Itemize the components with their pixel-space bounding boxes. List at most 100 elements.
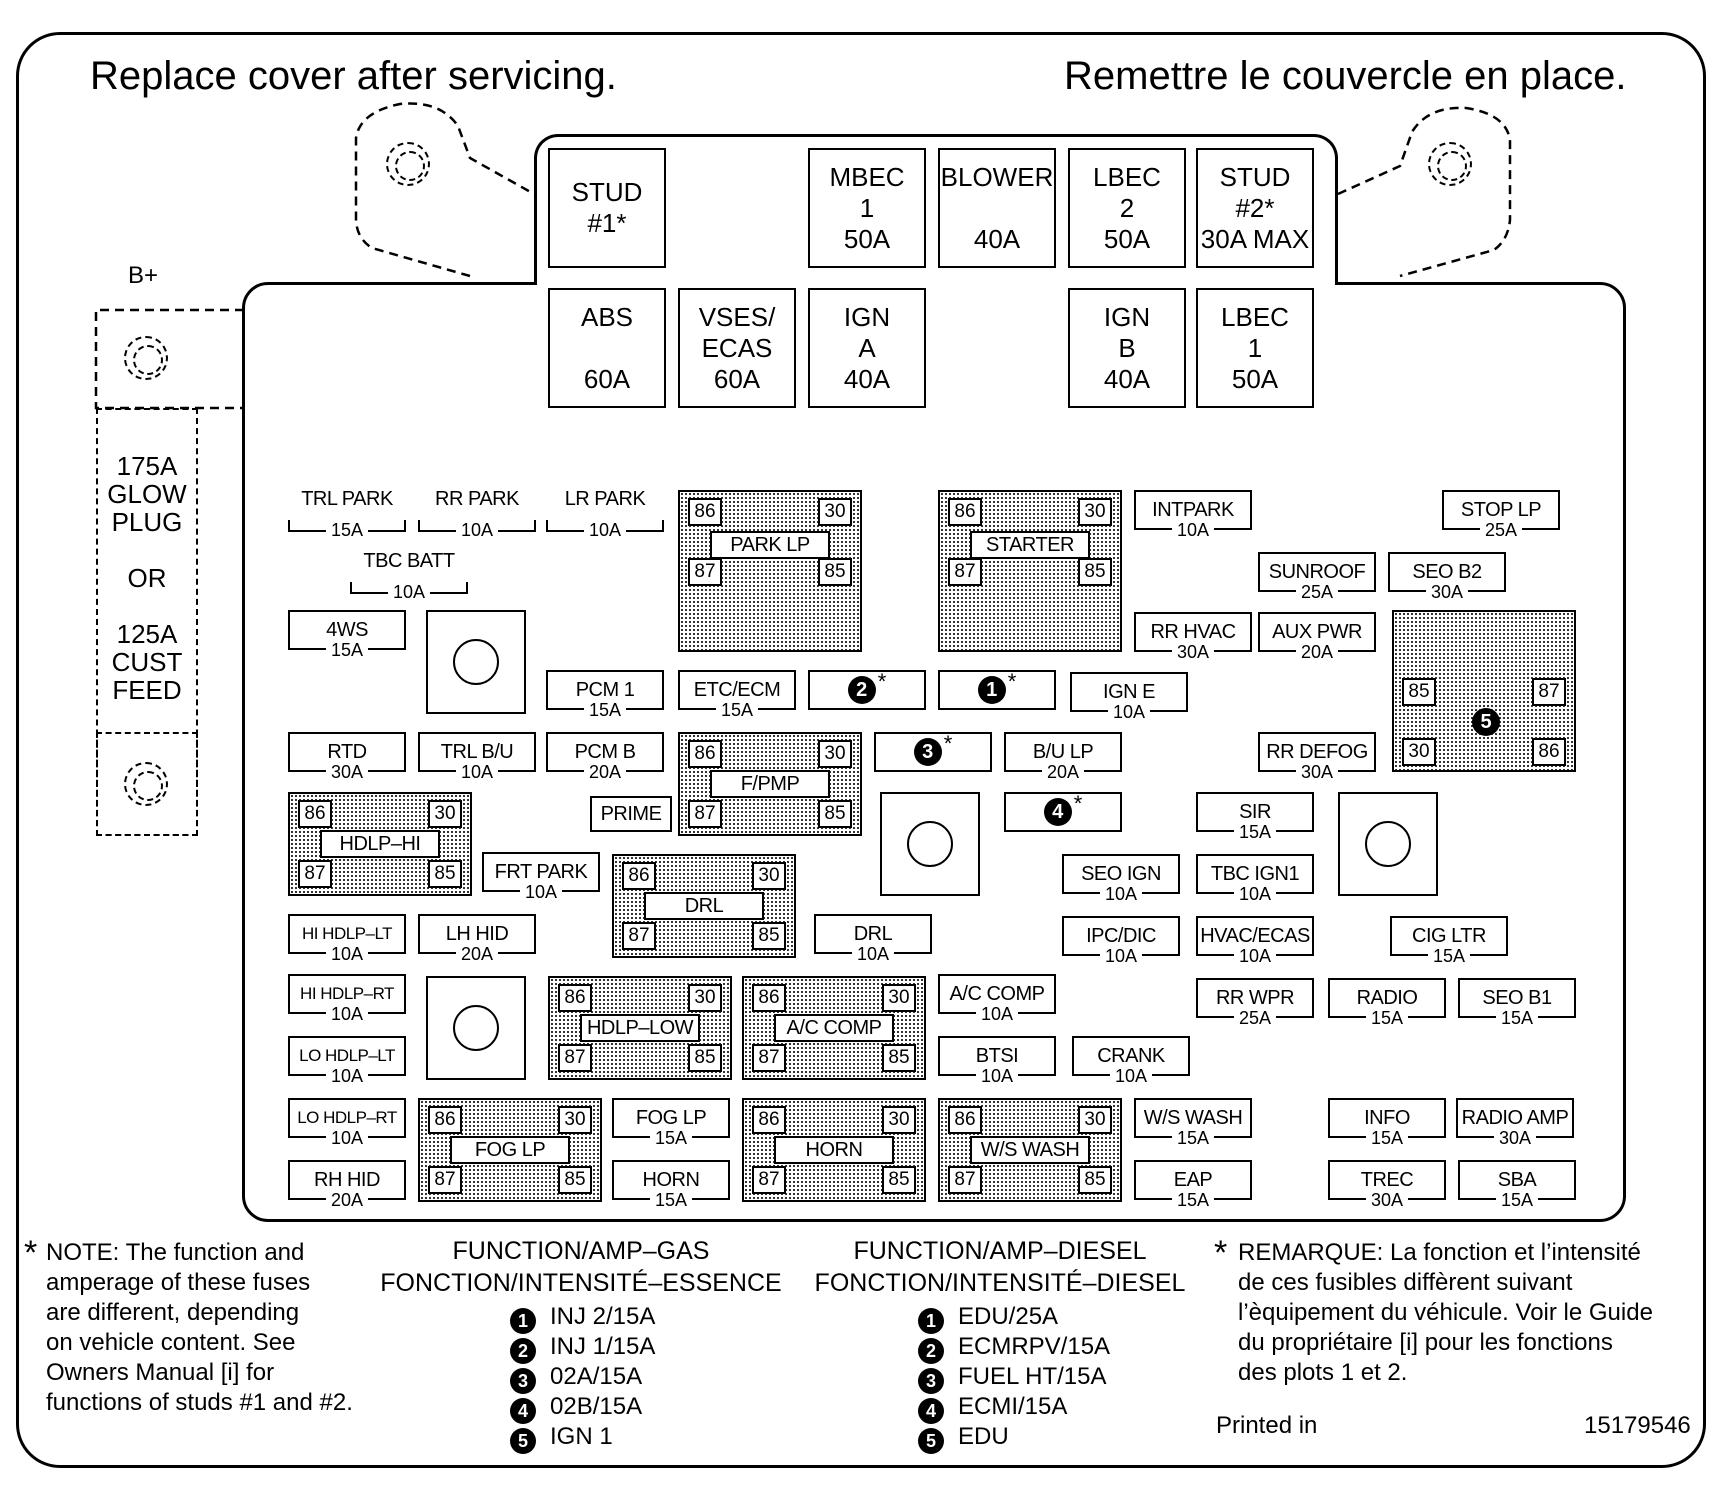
mega-fuse-ign-b[interactable]: IGN B 40A <box>1068 288 1186 408</box>
mega-fuse-vses-ecas[interactable]: VSES/ ECAS 60A <box>678 288 796 408</box>
mega-fuse-abs[interactable]: ABS 60A <box>548 288 666 408</box>
fuse-slot-4[interactable]: 4* <box>1004 791 1122 832</box>
fuse-panel-outline <box>16 32 1706 1468</box>
diesel-legend-title: FUNCTION/AMP–DIESEL <box>853 1237 1147 1265</box>
mounting-hole <box>426 976 526 1080</box>
mega-fuse-lbec1[interactable]: LBEC 1 50A <box>1196 288 1314 408</box>
part-number: 15179546 <box>1584 1412 1691 1439</box>
mounting-hole <box>1338 792 1438 896</box>
replace-cover-note: Replace cover after servicing. <box>90 54 617 98</box>
mounting-hole <box>426 610 526 714</box>
gas-legend-title-fr: FONCTION/INTENSITÉ–ESSENCE <box>380 1269 782 1297</box>
stud2-bolt-icon <box>1428 142 1472 186</box>
note-right-text: REMARQUE: La fonction et l’intensité de … <box>1238 1239 1653 1386</box>
stud1-bolt-icon <box>386 142 430 186</box>
mega-fuse-blower[interactable]: BLOWER 40A <box>938 148 1056 268</box>
fuse-slot-1[interactable]: 1* <box>938 669 1056 710</box>
mega-fuse-stud2[interactable]: STUD #2* 30A MAX <box>1196 148 1314 268</box>
fuse-slot-3[interactable]: 3* <box>874 731 992 772</box>
printed-in-label: Printed in <box>1216 1412 1318 1439</box>
note-asterisk: * <box>24 1234 38 1272</box>
mega-fuse-lbec2[interactable]: LBEC 2 50A <box>1068 148 1186 268</box>
mega-fuse-ign-a[interactable]: IGN A 40A <box>808 288 926 408</box>
mounting-hole <box>880 792 980 896</box>
mega-fuse-stud1[interactable]: STUD #1* <box>548 148 666 268</box>
glow-plug-text: 175A GLOW PLUG OR 125A CUST FEED <box>107 451 187 705</box>
fuse-prime[interactable]: PRIME <box>590 796 672 832</box>
mega-fuse-mbec1[interactable]: MBEC 1 50A <box>808 148 926 268</box>
fuse-slot-2[interactable]: 2* <box>808 669 926 710</box>
remettre-couvercle-note: Remettre le couvercle en place. <box>1064 54 1627 98</box>
bplus-bolt-icon <box>124 336 168 380</box>
remarque-asterisk: * <box>1214 1234 1228 1272</box>
diesel-legend-title-fr: FONCTION/INTENSITÉ–DIESEL <box>814 1269 1186 1297</box>
